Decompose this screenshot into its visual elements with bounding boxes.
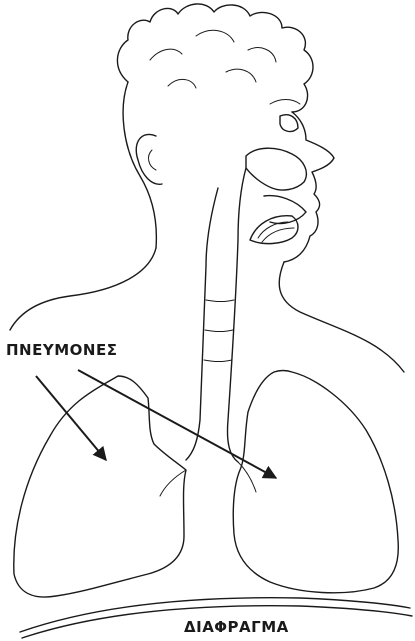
trachea-rings [204,300,234,362]
hair-outline [117,4,313,112]
shoulder-right [279,262,404,372]
eye [280,115,298,132]
tongue [250,216,298,244]
airway-right [227,168,246,462]
tongue-lines [258,222,294,242]
eyebrow [270,100,300,105]
left-lung-bronchus [160,470,186,496]
ear-inner [149,150,156,170]
nasal-cavity [246,148,306,190]
diaphragm-label: ΔΙΑΦΡΑΓΜΑ [184,618,289,636]
right-lung [233,371,398,593]
lungs-label: ΠΝΕΥΜΟΝΕΣ [6,341,117,359]
face-profile [284,112,334,262]
left-lung [14,376,186,597]
neck-back [10,248,156,330]
airway-left [186,188,218,460]
hair-strands [150,30,276,88]
